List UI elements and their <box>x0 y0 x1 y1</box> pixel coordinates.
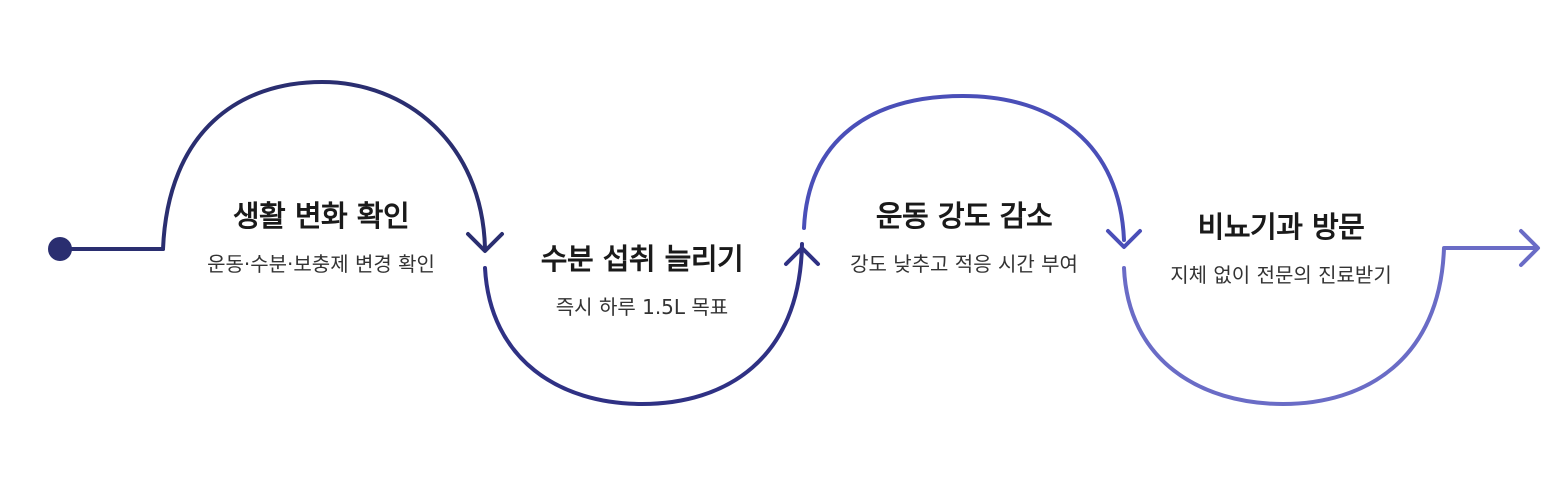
segment-4-bowl <box>1122 246 1537 406</box>
step-4-title: 비뇨기과 방문 <box>1197 210 1365 244</box>
segment-2-bowl <box>483 242 804 407</box>
arrow-right-icon <box>1519 229 1540 267</box>
step-2: 수분 섭취 늘리기 즉시 하루 1.5L 목표 <box>512 236 772 323</box>
step-2-desc: 즉시 하루 1.5L 목표 <box>555 295 729 319</box>
arrow-up-icon <box>784 246 820 266</box>
step-3-desc: 강도 낮추고 적응 시간 부여 <box>850 252 1078 276</box>
step-3: 운동 강도 감소 강도 낮추고 적응 시간 부여 <box>846 193 1082 280</box>
arrow-down-icon <box>466 232 504 253</box>
step-4-desc: 지체 없이 전문의 진료받기 <box>1170 263 1392 287</box>
segment-1-arch <box>161 79 487 251</box>
arrow-down-icon <box>1106 229 1142 249</box>
step-3-title: 운동 강도 감소 <box>875 199 1053 233</box>
step-1-title: 생활 변화 확인 <box>232 199 410 233</box>
step-1-desc: 운동·수분·보충제 변경 확인 <box>207 252 435 276</box>
step-2-title: 수분 섭취 늘리기 <box>540 242 744 276</box>
segment-3-arch <box>802 93 1126 242</box>
step-1: 생활 변화 확인 운동·수분·보충제 변경 확인 <box>206 193 436 280</box>
step-4: 비뇨기과 방문 지체 없이 전문의 진료받기 <box>1163 204 1399 291</box>
